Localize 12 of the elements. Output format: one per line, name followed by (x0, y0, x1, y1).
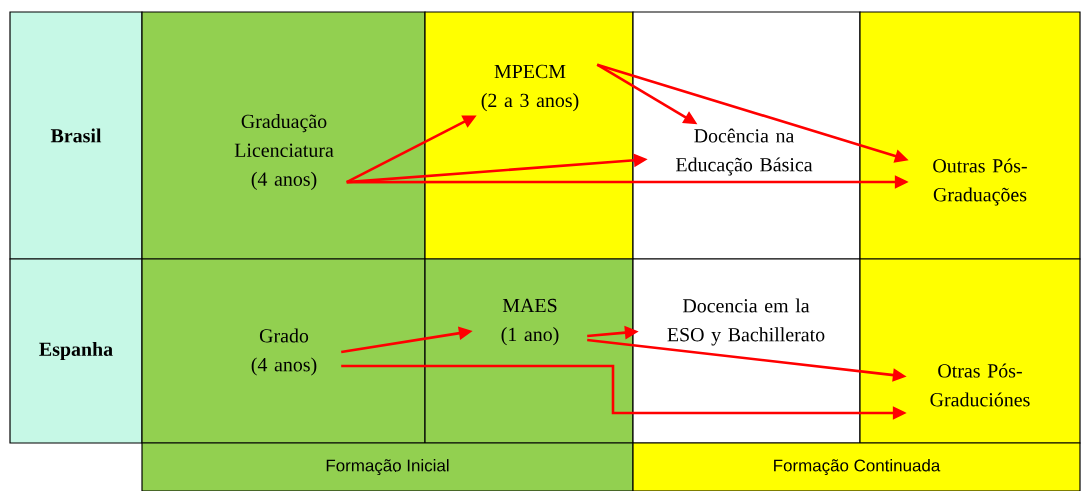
table-cell: Formação Continuada (632, 442, 1081, 491)
node-text: Graduação Licenciatura (4 anos) (234, 114, 334, 190)
table-cell: Brasil (9, 11, 143, 260)
table-cell: Espanha (9, 258, 143, 444)
node-text: Docência na Educação Básica (676, 128, 813, 176)
node-text: Docencia em la ESO y Bachillerato (667, 298, 825, 346)
node-text: MPECM (2 a 3 anos) (481, 64, 579, 112)
node-text: Outras Pós-Graduações (933, 158, 1027, 206)
node-text: Grado (4 anos) (251, 328, 317, 376)
node-text: MAES (1 ano) (501, 298, 559, 346)
table-cell: Formação Inicial (141, 442, 634, 491)
node-text: Otras Pós-Graduciónes (930, 363, 1030, 407)
